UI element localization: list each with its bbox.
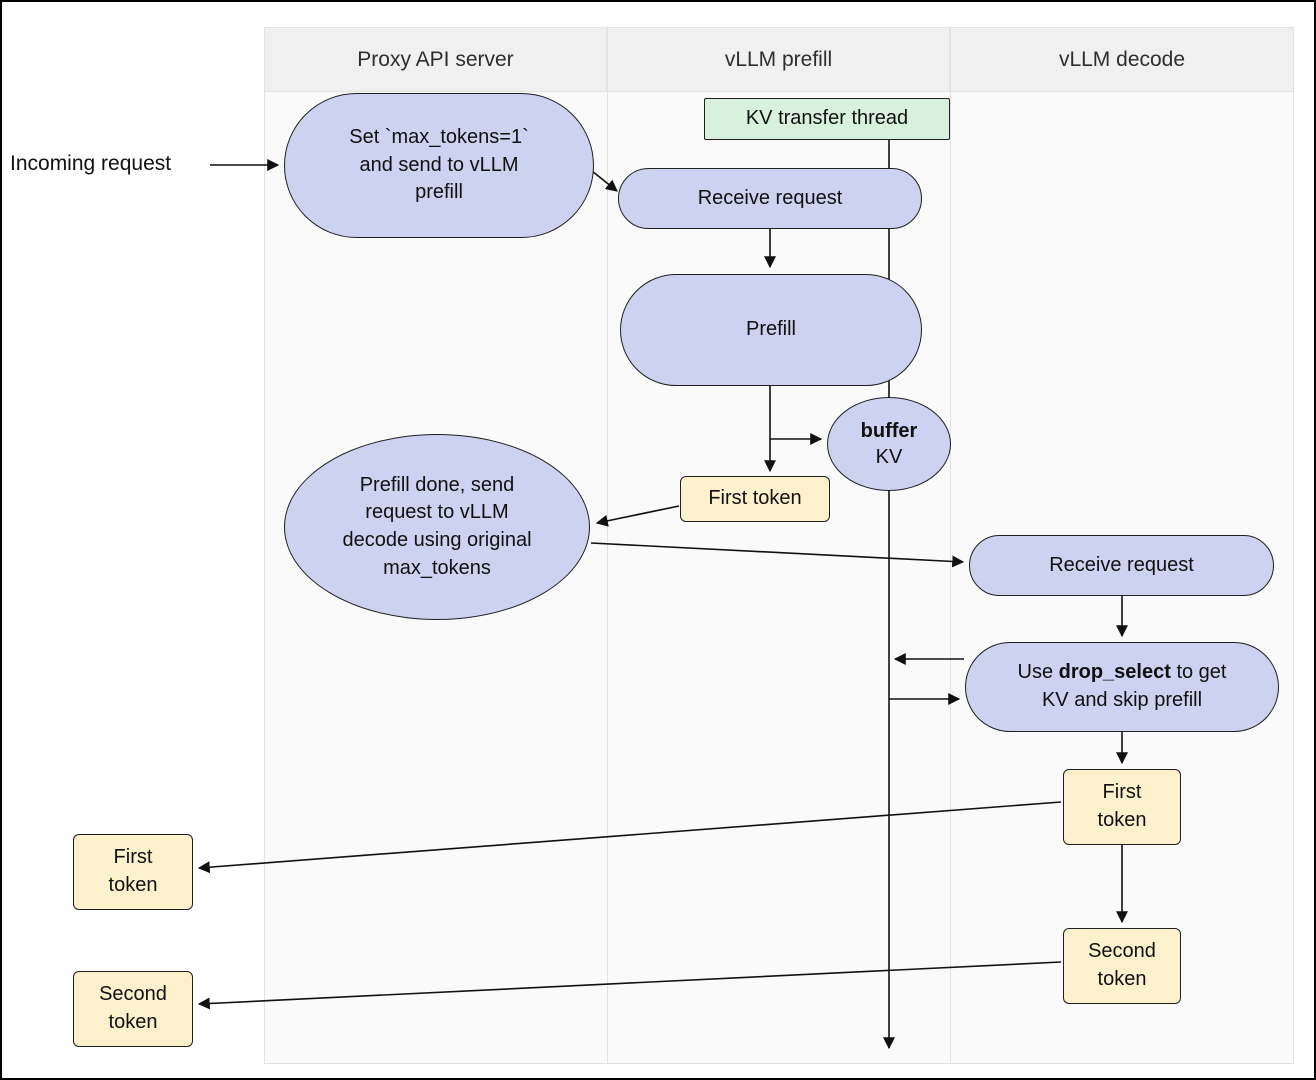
node-receive-request-decode: Receive request xyxy=(969,535,1274,596)
node-prefill-done: Prefill done, send request to vLLM decod… xyxy=(284,434,590,620)
node-drop-select: Use drop_select to get KV and skip prefi… xyxy=(965,642,1279,732)
node-second-token-proxy: Second token xyxy=(73,971,193,1047)
node-second-token-decode-label: Second token xyxy=(1088,940,1156,990)
node-kv-transfer-thread: KV transfer thread xyxy=(704,98,950,140)
incoming-request-text: Incoming request xyxy=(10,152,172,175)
node-second-token-decode: Second token xyxy=(1063,928,1181,1004)
lane-header-proxy-label: Proxy API server xyxy=(357,47,514,71)
node-buffer-kv: buffer KV xyxy=(827,397,951,491)
lane-header-decode: vLLM decode xyxy=(950,27,1294,92)
node-prefill-done-label: Prefill done, send request to vLLM decod… xyxy=(342,473,532,579)
lane-separator-1 xyxy=(607,27,608,1064)
node-receive-request-prefill-label: Receive request xyxy=(697,186,843,209)
node-first-token-decode-label: First token xyxy=(1097,781,1147,831)
buffer-kv-text: KV xyxy=(875,446,903,468)
node-first-token-proxy: First token xyxy=(73,834,193,910)
node-second-token-proxy-label: Second token xyxy=(99,983,167,1033)
node-set-max-tokens: Set `max_tokens=1` and send to vLLM pref… xyxy=(284,93,594,238)
node-prefill: Prefill xyxy=(620,274,922,386)
lane-header-decode-label: vLLM decode xyxy=(1058,47,1186,71)
lane-header-prefill: vLLM prefill xyxy=(607,27,950,92)
buffer-kv-bold-text: buffer xyxy=(860,420,918,442)
drop-select-text-post: to get KV and skip prefill xyxy=(1041,661,1227,711)
lane-header-proxy: Proxy API server xyxy=(264,27,607,92)
node-first-token-prefill: First token xyxy=(680,476,830,522)
drop-select-bold-text: drop_select xyxy=(1058,661,1171,684)
node-prefill-label: Prefill xyxy=(745,318,796,341)
node-set-max-tokens-label: Set `max_tokens=1` and send to vLLM pref… xyxy=(349,126,529,204)
node-kv-transfer-thread-label: KV transfer thread xyxy=(745,107,909,130)
drop-select-text-pre: Use xyxy=(1017,661,1059,684)
node-first-token-proxy-label: First token xyxy=(108,846,158,896)
node-buffer-kv-label: buffer KV xyxy=(861,418,918,470)
incoming-request-label: Incoming request xyxy=(10,152,210,176)
node-first-token-decode: First token xyxy=(1063,769,1181,845)
node-drop-select-label: Use drop_select to get KV and skip prefi… xyxy=(1015,659,1230,714)
lane-separator-2 xyxy=(950,27,951,1064)
lane-header-prefill-label: vLLM prefill xyxy=(724,47,833,71)
node-receive-request-decode-label: Receive request xyxy=(1049,553,1194,576)
node-first-token-prefill-label: First token xyxy=(708,487,802,510)
node-receive-request-prefill: Receive request xyxy=(618,168,922,229)
